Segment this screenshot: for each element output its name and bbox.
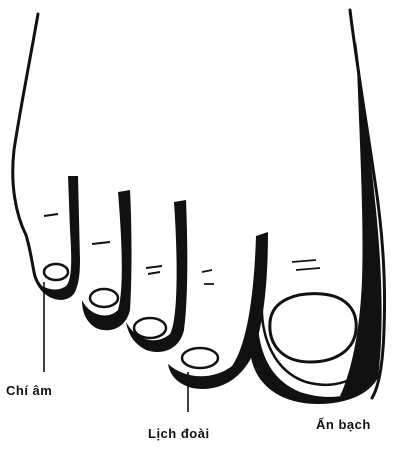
big-toe-nail (270, 294, 356, 362)
label-an-bach: Ấn bạch (316, 417, 371, 432)
third-toe-crease (146, 266, 162, 274)
label-chi-am: Chí âm (6, 383, 52, 398)
little-toe-nail (44, 264, 68, 280)
fourth-toe-nail (90, 289, 118, 307)
label-lich-doai: Lịch đoài (148, 426, 210, 441)
little-toe-shadow (36, 176, 80, 300)
big-toe-crease (292, 260, 320, 270)
fourth-toe-crease (92, 242, 110, 244)
second-toe-nail (182, 348, 218, 368)
third-toe-nail (134, 318, 166, 338)
fourth-toe-shadow (82, 190, 132, 330)
little-toe-crease (44, 214, 58, 216)
foot-left-edge (13, 14, 38, 272)
second-toe-crease (202, 270, 214, 284)
